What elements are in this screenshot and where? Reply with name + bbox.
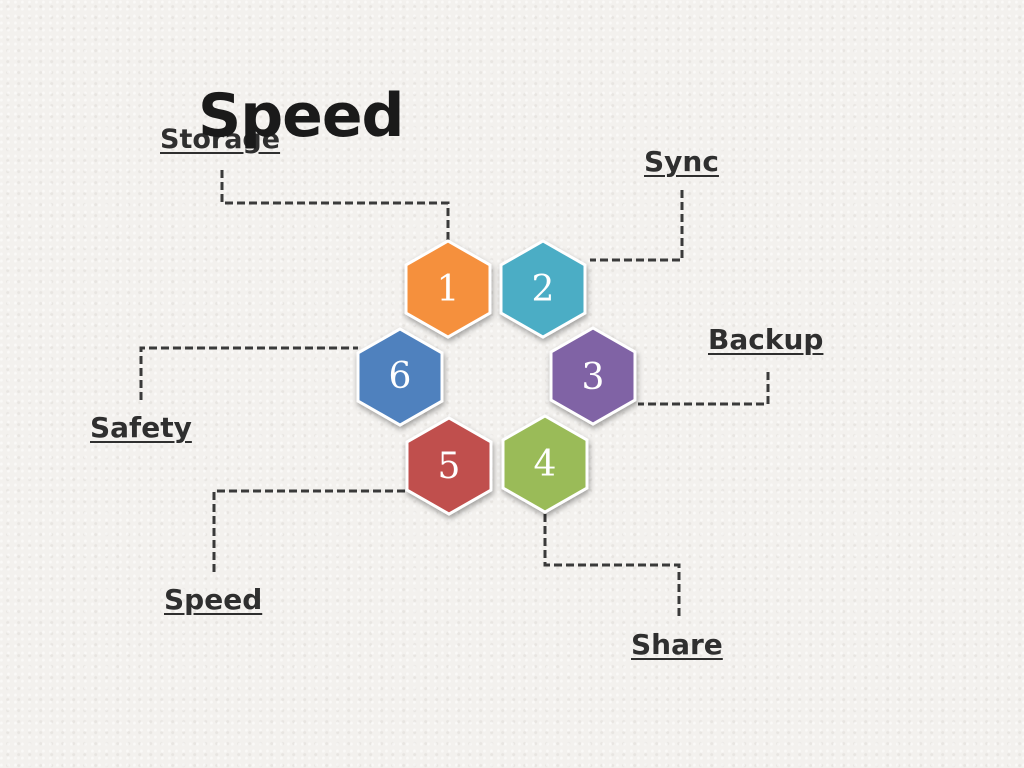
hexagon-1-number: 1 [437, 269, 460, 310]
hexagon-2: 2 [499, 239, 587, 339]
label-safety: Safety [90, 411, 192, 444]
hexagon-5-shape [405, 416, 493, 516]
connector-backup [638, 372, 770, 406]
hexagon-1: 1 [404, 239, 492, 339]
connector-lines [139, 170, 770, 618]
connector-share [543, 514, 681, 618]
hexagon-4: 4 [501, 414, 589, 514]
connector-speed [212, 489, 408, 572]
hexagon-5-number: 5 [438, 446, 461, 487]
hexagon-1-shape [404, 239, 492, 339]
hexagon-3-number: 3 [582, 357, 605, 398]
hexagon-3-shape [549, 326, 637, 426]
label-sync: Sync [644, 145, 719, 178]
hexagon-4-number: 4 [534, 444, 557, 485]
hexagon-6: 6 [356, 327, 444, 427]
connector-safety [139, 346, 358, 400]
hexagon-2-shape [499, 239, 587, 339]
connector-sync [590, 190, 684, 262]
hexagon-3: 3 [549, 326, 637, 426]
label-backup: Backup [708, 323, 824, 356]
connector-storage [220, 170, 450, 240]
label-speed: Speed [164, 583, 263, 616]
label-share: Share [631, 628, 723, 661]
label-storage: Storage [160, 124, 281, 155]
hexagon-6-number: 6 [389, 356, 412, 397]
hexagon-5: 5 [405, 416, 493, 516]
hexagon-4-shape [501, 414, 589, 514]
hexagon-2-number: 2 [532, 269, 555, 310]
hexagon-6-shape [356, 327, 444, 427]
slide-title: Speed [198, 81, 404, 151]
